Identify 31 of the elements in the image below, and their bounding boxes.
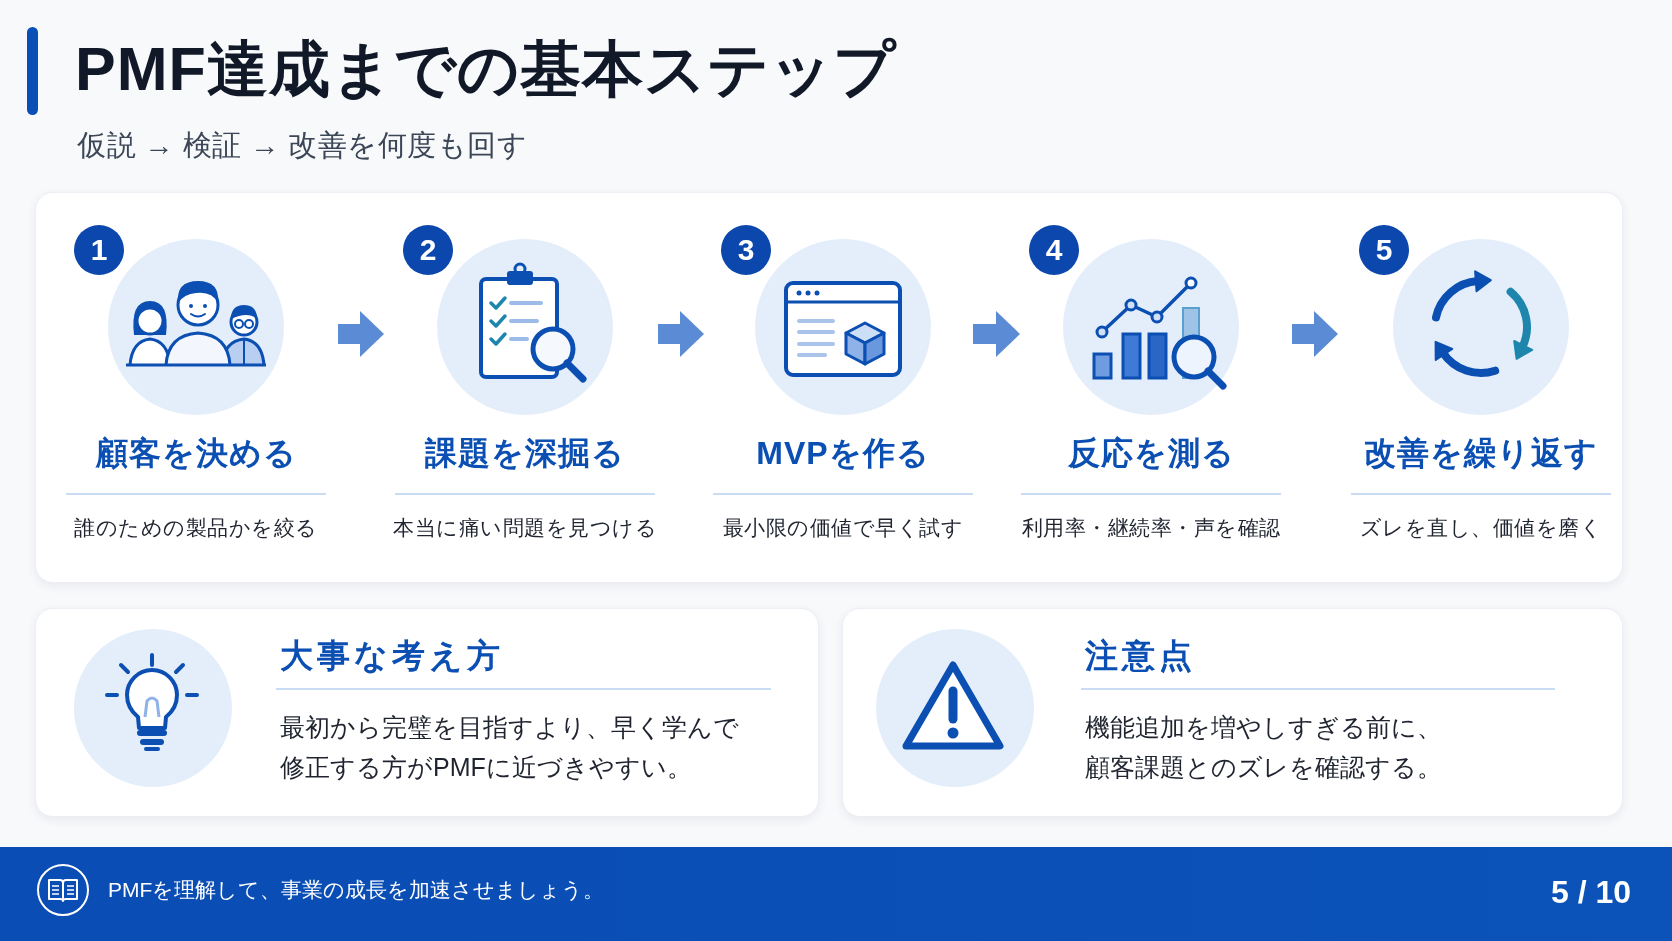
step-number-badge: 3 [721,225,771,275]
step-description: 誰のための製品かを絞る [74,515,318,541]
footer-message: PMFを理解して、事業の成長を加速させましょう。 [108,877,605,903]
slide-title: PMF達成までの基本ステップ [75,34,896,105]
step-description: ズレを直し、価値を磨く [1359,515,1603,541]
step-title: MVPを作る [756,434,930,473]
info-card [842,608,1623,817]
card-body: 機能追加を増やしすぎる前に、顧客課題とのズレを確認する。 [1085,712,1443,783]
arrow [973,311,1020,357]
step-title: 課題を深掘る [425,434,625,473]
step-number-badge: 2 [403,225,453,275]
step-title: 反応を測る [1067,434,1235,473]
arrow [338,311,384,357]
step-title: 改善を繰り返す [1364,434,1598,473]
step-description: 最小限の価値で早く試す [722,515,964,541]
card-heading: 大事な考え方 [280,636,504,676]
info-card [35,608,819,817]
steps-panel [35,192,1623,583]
step-number-badge: 1 [74,225,124,275]
page-number: 5 / 10 [1550,873,1631,912]
step-number-badge: 4 [1029,225,1079,275]
card-heading: 注意点 [1085,636,1196,676]
card-body: 最初から完璧を目指すより、早く学んで修正する方がPMFに近づきやすい。 [280,712,740,783]
footer-bar [0,847,1672,941]
step-description: 本当に痛い問題を見つける [393,515,657,541]
arrow [1292,311,1338,357]
step-number-badge: 5 [1359,225,1409,275]
step-title: 顧客を決める [95,434,297,473]
step-description: 利用率・継続率・声を確認 [1021,515,1281,541]
subtitle: 仮説 → 検証 → 改善を何度も回す [77,128,528,163]
arrow [658,311,704,357]
